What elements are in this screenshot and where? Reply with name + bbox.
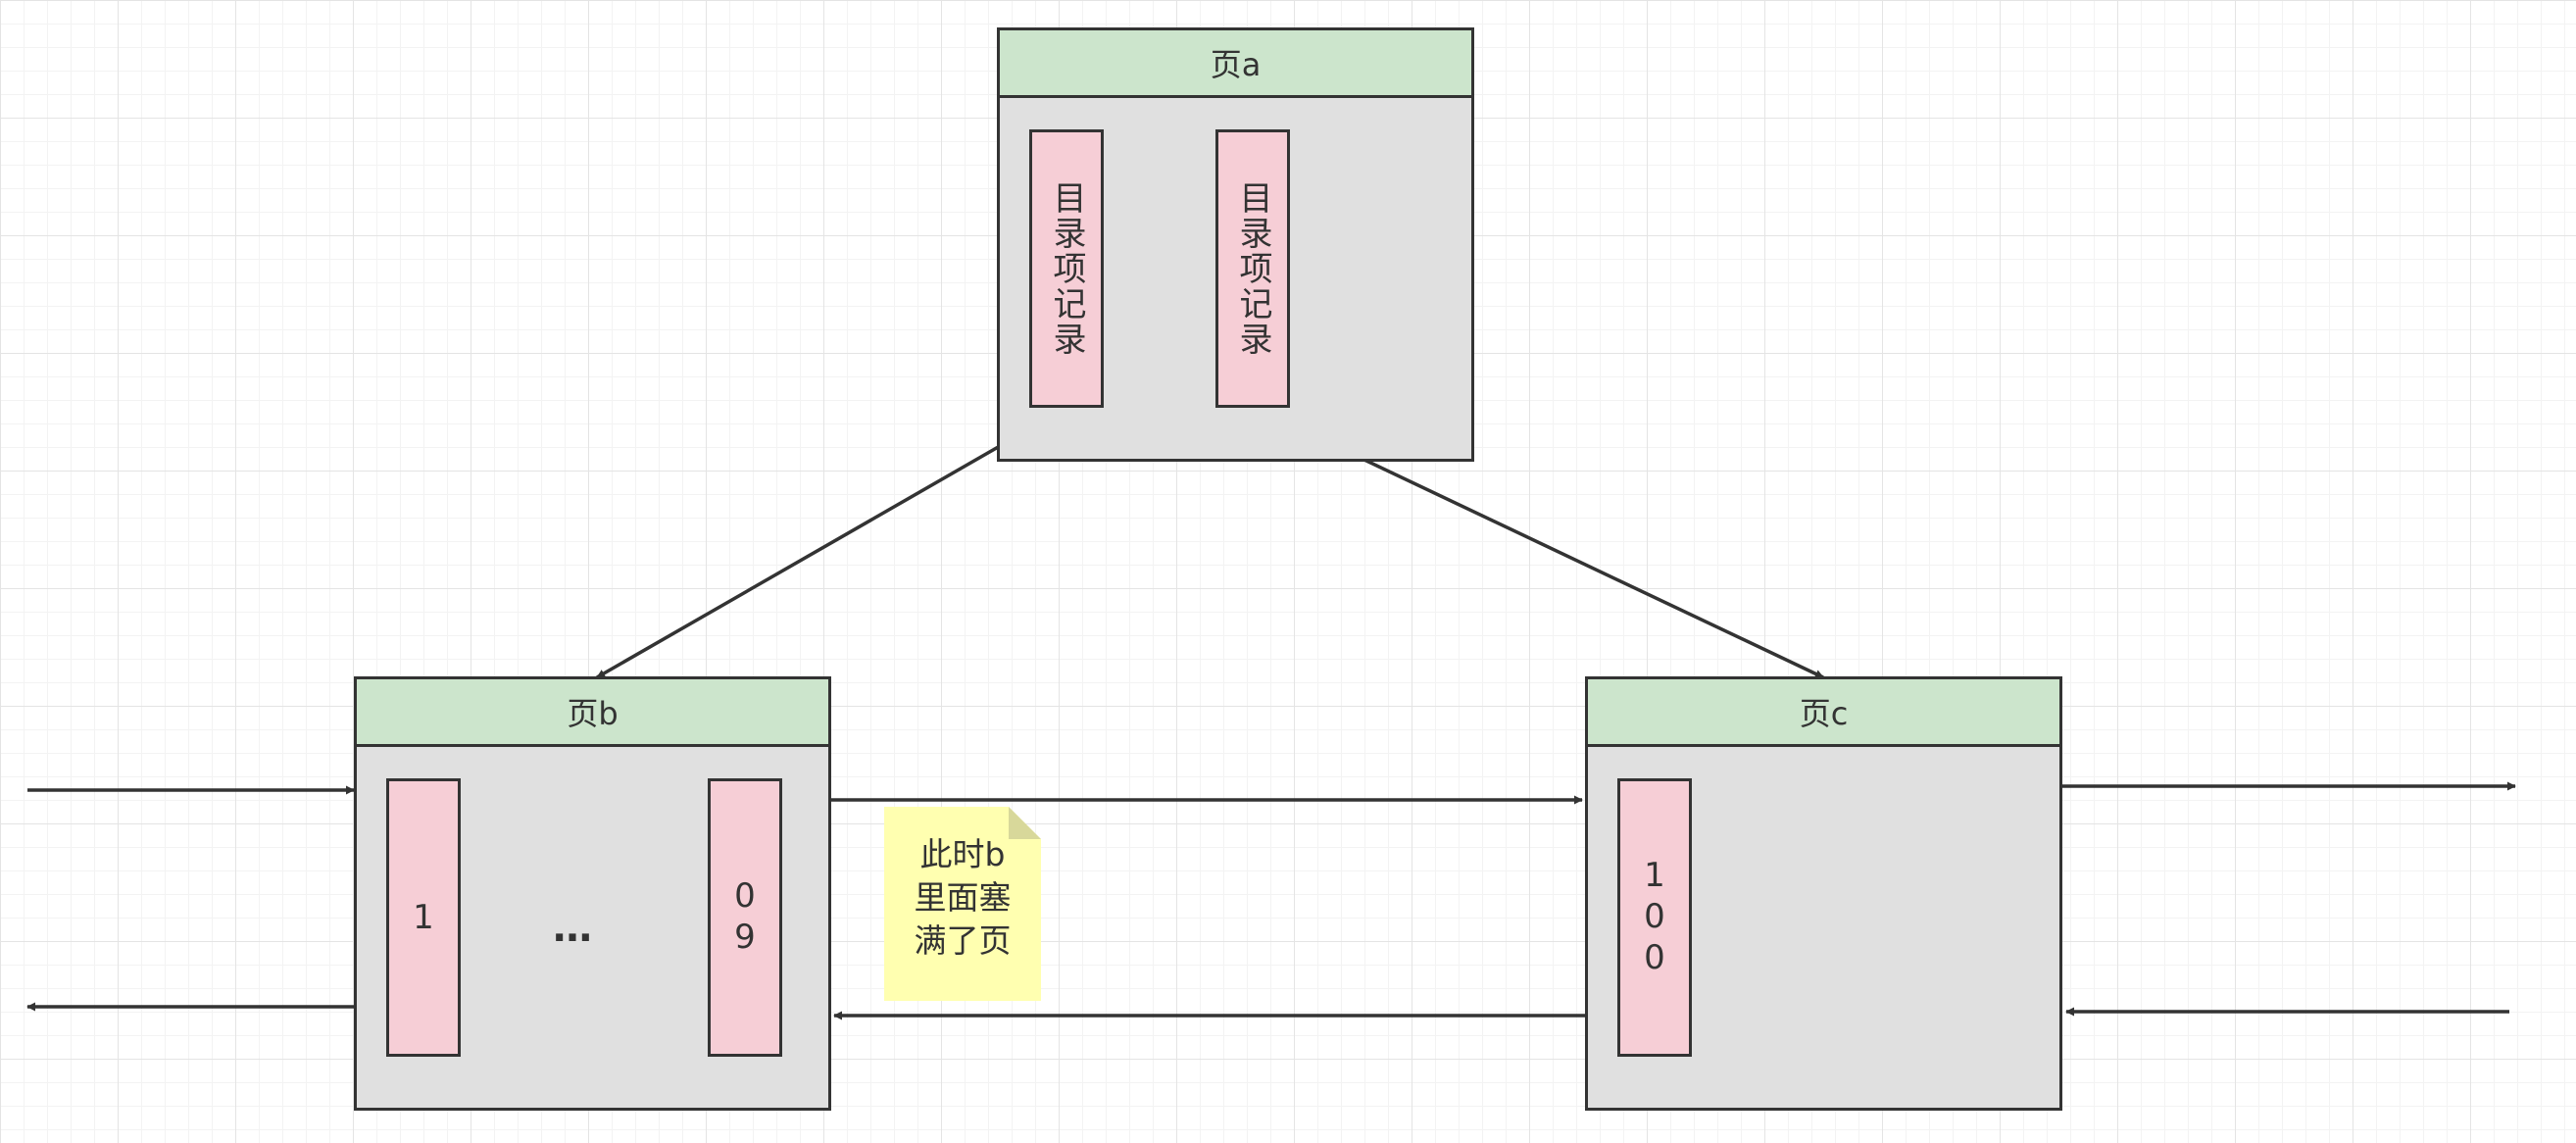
page-b-record-last-label: 09 (725, 876, 765, 959)
page-c-title: 页c (1588, 679, 2059, 747)
page-b-title: 页b (357, 679, 828, 747)
page-a-record-1: 目录项记录 (1029, 129, 1104, 408)
sticky-note (884, 807, 1041, 1001)
page-a-title: 页a (1000, 30, 1471, 98)
page-c-record-first: 100 (1617, 778, 1692, 1057)
page-a-record-2-label: 目录项记录 (1233, 180, 1272, 357)
page-b-record-first-label: 1 (413, 898, 434, 937)
page-a-record-2: 目录项记录 (1215, 129, 1290, 408)
page-c-record-first-label: 100 (1635, 856, 1674, 979)
arrow-page-a-to-page-b (596, 406, 1067, 679)
page-b-record-last: 09 (708, 778, 782, 1057)
page-a-record-1-label: 目录项记录 (1047, 180, 1086, 357)
page-b-record-first: 1 (386, 778, 461, 1057)
sticky-note-text: 此时b 里面塞 满了页 (914, 835, 1012, 960)
page-b-ellipsis: … (553, 906, 594, 951)
